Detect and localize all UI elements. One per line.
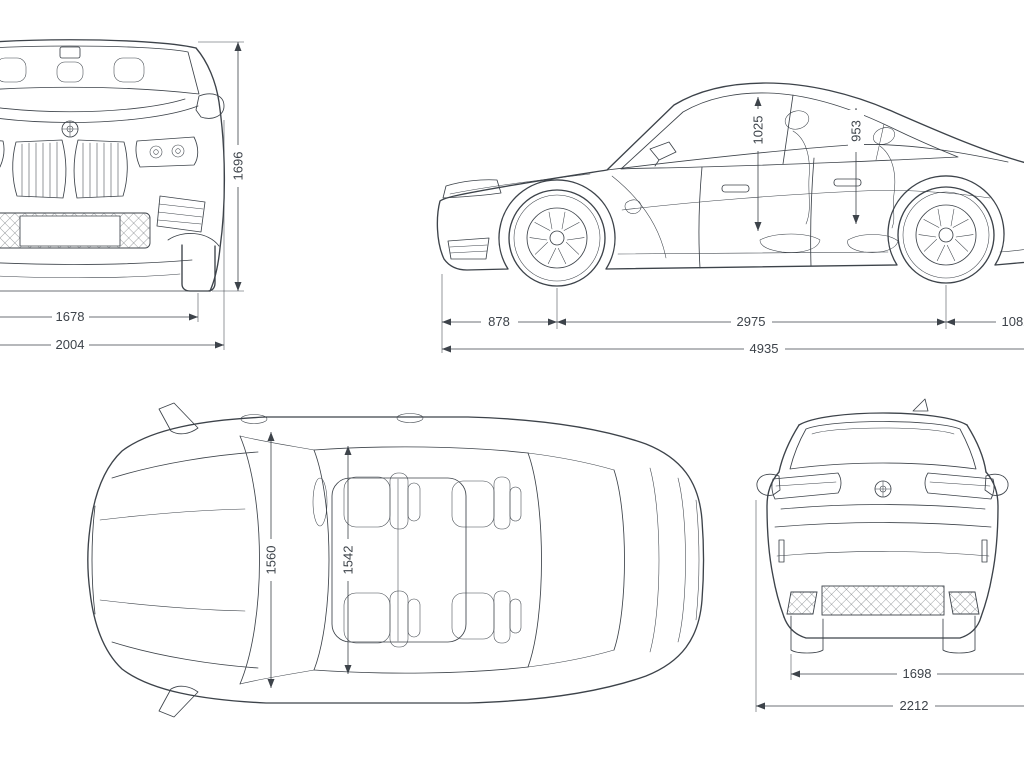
side-car-drawing (436, 82, 1024, 287)
taillight (771, 472, 842, 500)
rear-car-drawing (756, 398, 1009, 654)
interior-seats (759, 110, 899, 253)
dim-label-rear-overhang: 1082 (1002, 314, 1024, 329)
dim-label-wheelbase: 2975 (737, 314, 766, 329)
front-car-drawing (0, 39, 226, 292)
dim-label-rear-width: 2212 (900, 698, 929, 713)
dim-label-front-height: 1696 (231, 152, 246, 181)
shark-fin-antenna (912, 398, 929, 412)
headlight (135, 136, 199, 168)
dim-label-front-track: 1678 (56, 309, 85, 324)
side-mirror (649, 141, 677, 167)
rearview-mirror (59, 46, 81, 59)
door-handle (721, 184, 750, 193)
top-car-drawing (87, 402, 705, 718)
rear-dimensions: 1698 2212 (755, 500, 1024, 713)
side-mirror (984, 473, 1009, 496)
license-plate (19, 215, 121, 247)
sunroof (331, 477, 467, 643)
dim-label-interior-width-front: 1560 (264, 546, 279, 575)
dim-label-headroom-rear: 953 (849, 120, 864, 142)
rear-diffuser (821, 585, 945, 616)
top-dimensions: 1560 1542 (263, 432, 356, 688)
brand-roundel (874, 480, 892, 498)
door-handle (833, 178, 862, 187)
side-air-intake (156, 195, 206, 233)
reflector (778, 539, 785, 563)
front-dimensions: 1696 1678 2004 (0, 41, 246, 352)
dim-label-rear-track: 1698 (903, 666, 932, 681)
headrest (113, 57, 145, 83)
antenna (240, 414, 268, 424)
headrest (56, 61, 84, 83)
headlight (0, 140, 5, 168)
side-dimensions: 1025 953 878 2975 1082 4935 (441, 97, 1024, 356)
side-mirror (195, 93, 225, 119)
dim-label-length: 4935 (750, 341, 779, 356)
exhaust-tip (786, 591, 818, 615)
interior-seats (312, 472, 522, 648)
headlight (442, 179, 502, 199)
dim-label-headroom-front: 1025 (751, 116, 766, 145)
brand-roundel (61, 120, 79, 138)
side-mirror (158, 402, 199, 435)
dim-label-front-overhang: 878 (488, 314, 510, 329)
side-view: 1025 953 878 2975 1082 4935 (436, 82, 1024, 356)
steering-wheel (312, 477, 328, 527)
kidney-grille (12, 139, 128, 199)
side-mirror (756, 473, 781, 496)
antenna (396, 413, 424, 423)
fender-vent (624, 199, 642, 214)
rear-wheel (897, 186, 995, 284)
exhaust-tip (948, 591, 980, 615)
rear-view: 1698 2212 (755, 398, 1024, 713)
taillight (924, 472, 995, 500)
rear-wheels (790, 615, 976, 654)
reflector (981, 539, 988, 563)
front-view: 1696 1678 2004 (0, 39, 246, 352)
tire (181, 244, 216, 292)
front-wheel (508, 189, 606, 287)
dim-label-front-width: 2004 (56, 337, 85, 352)
side-mirror (158, 685, 199, 718)
dim-label-interior-width-rear: 1542 (341, 546, 356, 575)
headrest (0, 57, 27, 83)
top-view: 1560 1542 (87, 402, 705, 718)
